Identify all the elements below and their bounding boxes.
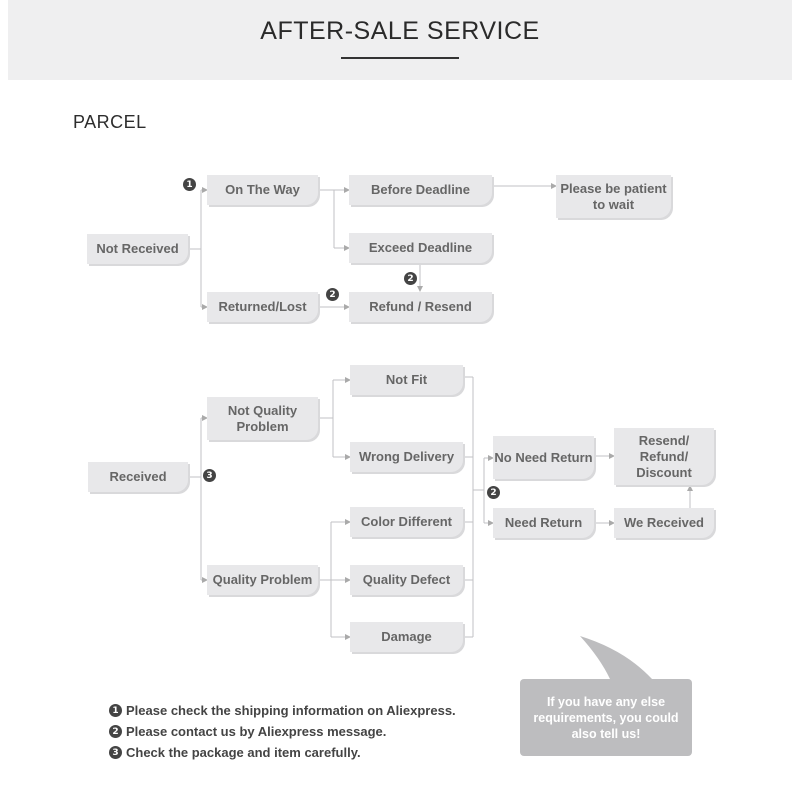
step-badge-2: 2	[487, 486, 500, 499]
page-title: AFTER-SALE SERVICE	[260, 17, 540, 45]
box-quality-problem: Quality Problem	[207, 565, 318, 595]
title-underline	[341, 57, 459, 59]
note-text: Please contact us by Aliexpress message.	[126, 724, 387, 739]
box-not-quality-problem: Not Quality Problem	[207, 397, 318, 440]
box-exceed-deadline: Exceed Deadline	[349, 233, 492, 263]
box-no-need-return: No Need Return	[493, 436, 594, 479]
box-refund-resend: Refund / Resend	[349, 292, 492, 322]
note-badge: 2	[109, 725, 122, 738]
box-need-return: Need Return	[493, 508, 594, 538]
note-badge: 1	[109, 704, 122, 717]
box-please-be-patient: Please be patient to wait	[556, 175, 671, 218]
box-damage: Damage	[350, 622, 463, 652]
note-text: Please check the shipping information on…	[126, 703, 456, 718]
box-wrong-delivery: Wrong Delivery	[350, 442, 463, 472]
box-received: Received	[88, 462, 188, 492]
step-badge-1: 1	[183, 178, 196, 191]
box-returned-lost: Returned/Lost	[207, 292, 318, 322]
box-on-the-way: On The Way	[207, 175, 318, 205]
box-we-received: We Received	[614, 508, 714, 538]
box-color-different: Color Different	[350, 507, 463, 537]
step-badge-3: 3	[203, 469, 216, 482]
section-title: PARCEL	[73, 112, 147, 132]
note-3: 3 Check the package and item carefully.	[109, 745, 361, 760]
note-badge: 3	[109, 746, 122, 759]
bubble-text: If you have any else requirements, you c…	[533, 694, 679, 741]
box-not-received: Not Received	[87, 234, 188, 264]
speech-bubble: If you have any else requirements, you c…	[520, 679, 692, 756]
note-text: Check the package and item carefully.	[126, 745, 361, 760]
note-2: 2 Please contact us by Aliexpress messag…	[109, 724, 386, 739]
step-badge-2: 2	[404, 272, 417, 285]
note-1: 1 Please check the shipping information …	[109, 703, 456, 718]
step-badge-2: 2	[326, 288, 339, 301]
page-header: AFTER-SALE SERVICE	[8, 0, 792, 80]
box-quality-defect: Quality Defect	[350, 565, 463, 595]
bubble-tail	[580, 636, 652, 679]
box-before-deadline: Before Deadline	[349, 175, 492, 205]
box-not-fit: Not Fit	[350, 365, 463, 395]
box-resend-refund-discount: Resend/ Refund/ Discount	[614, 428, 714, 485]
